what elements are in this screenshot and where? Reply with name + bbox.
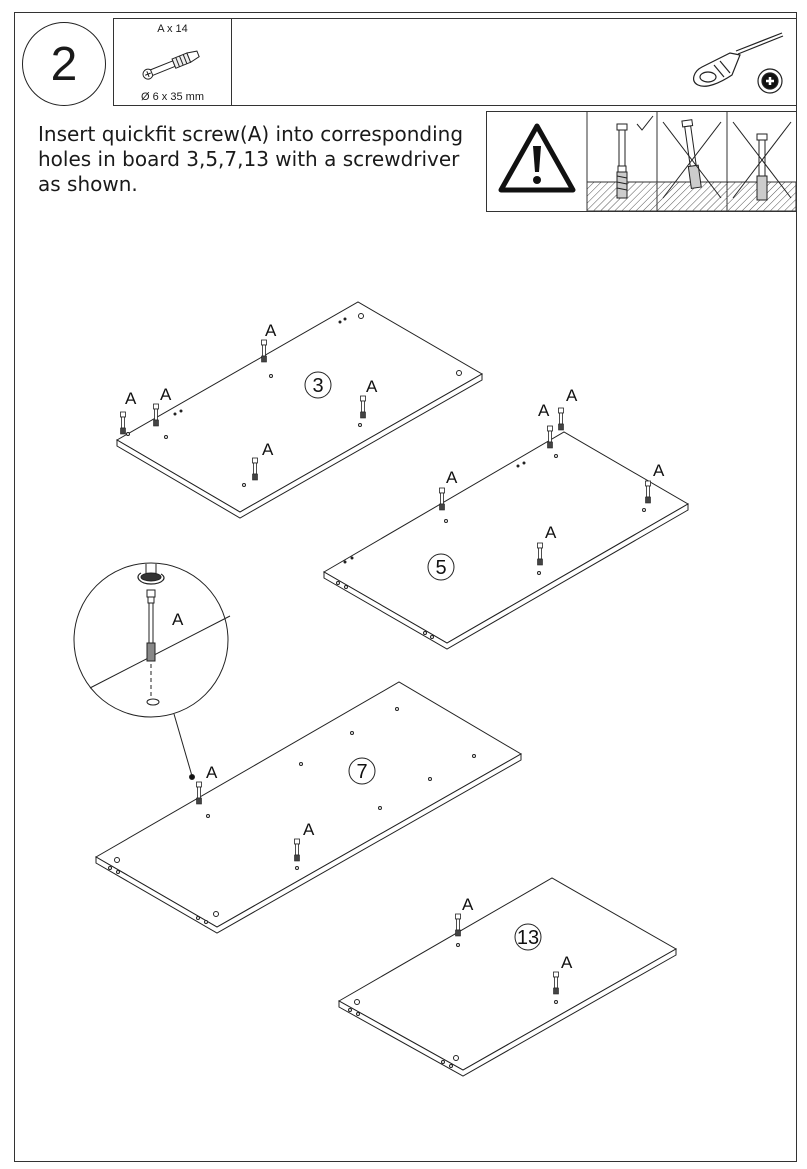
incorrect-screw-icon [662,119,722,199]
board-3 [116,301,484,519]
correct-screw-icon [616,123,628,199]
quickfit-screw-icon [142,50,200,80]
instruction-text: Insert quickfit screw(A) into correspond… [38,122,488,197]
page-frame [14,12,797,1162]
board-number-circle [348,757,376,785]
quickfit-screw [120,411,126,435]
quickfit-screw [547,425,553,449]
quickfit-screw [252,457,258,481]
quickfit-screw [360,395,366,419]
board-number: 7 [356,761,367,783]
quickfit-screw [645,480,651,504]
screwdriver-icon [693,32,784,94]
part-quantity: A x 14 [157,23,188,35]
screw-label: A [206,763,218,782]
detail-callout [73,562,231,780]
warning-illustration [498,112,796,211]
board-number-circle [304,371,332,399]
screw-label: A [160,385,172,404]
board-number: 5 [435,557,446,579]
screw-label: A [366,377,378,396]
board-number: 13 [517,927,539,949]
instruction-line-2: holes in board 3,5,7,13 with a screwdriv… [38,147,460,171]
screw-label: A [566,386,578,405]
board-13 [337,877,678,1077]
quickfit-screw [439,487,445,511]
screw-label: A [262,440,274,459]
quickfit-screw [537,542,543,566]
screw-label: A [265,321,277,340]
board-5 [323,431,689,650]
screw-label: A [545,523,557,542]
quickfit-screw [294,838,300,862]
screw-label: A [462,895,474,914]
parts-cell: A x 14 Ø 6 x 35 mm [114,19,232,105]
quickfit-screw [455,913,461,937]
quickfit-screw [558,407,564,431]
screw-label: A [446,468,458,487]
instruction-line-1: Insert quickfit screw(A) into correspond… [38,122,464,146]
board-number: 3 [312,375,323,397]
screw-label: A [653,461,665,480]
quickfit-screw [261,339,267,363]
instruction-line-3: as shown. [38,172,138,196]
part-size: Ø 6 x 35 mm [141,91,204,103]
detail-label: A [172,610,184,629]
step-number: 2 [22,22,106,106]
screw-label: A [561,953,573,972]
incorrect-screw-icon [732,121,792,201]
parts-box: A x 14 Ø 6 x 35 mm [113,18,797,106]
screw-label: A [125,389,137,408]
warning-box [486,111,797,212]
screw-label: A [303,820,315,839]
screw-label: A [538,401,550,420]
checkmark-icon [636,115,654,131]
quickfit-screw [553,971,559,995]
board-7 [95,681,522,934]
quickfit-screw [153,403,159,427]
board-number-circle [514,923,542,951]
board-number-circle [427,553,455,581]
quickfit-screw [196,781,202,805]
warning-triangle-icon [498,123,576,193]
